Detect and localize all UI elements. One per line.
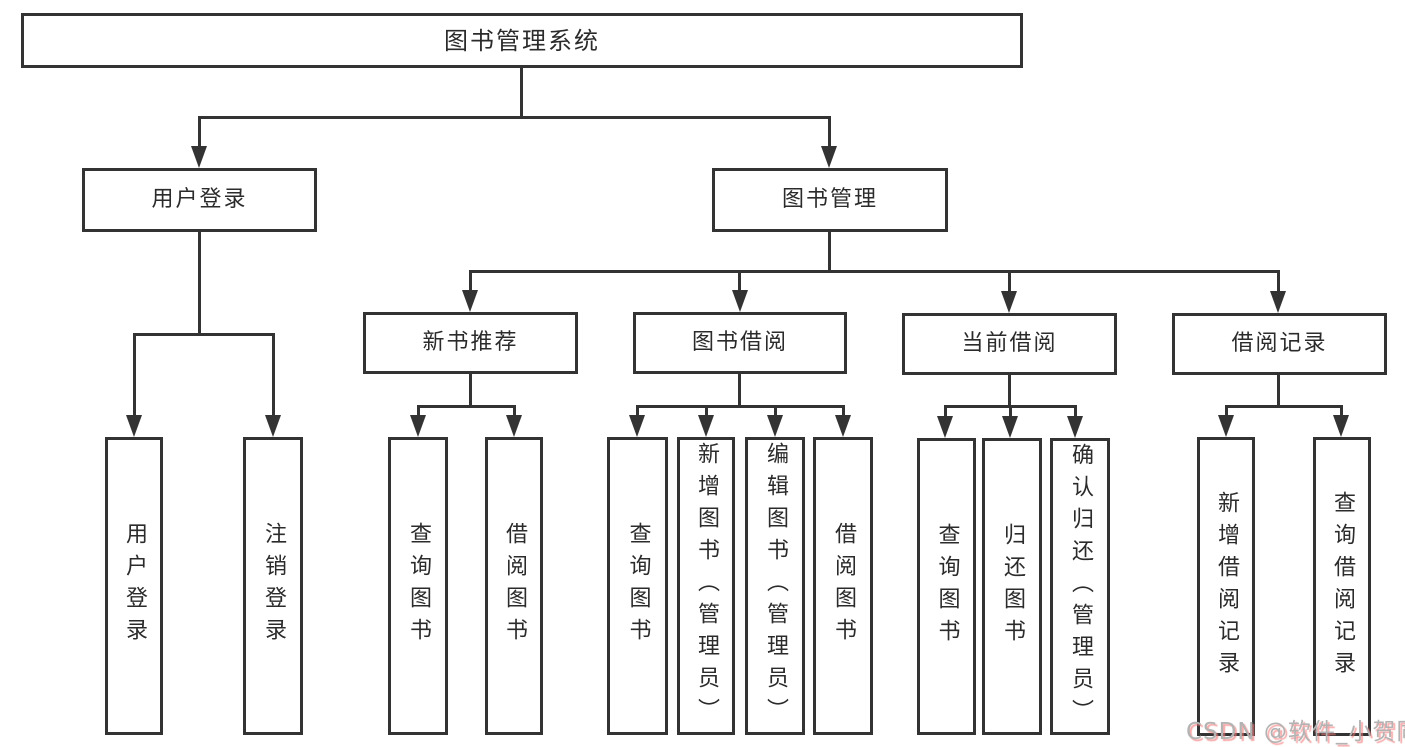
arrow-down-icon [767, 415, 783, 437]
connector-line [469, 270, 1280, 273]
connector-line [636, 405, 845, 408]
node-leaf-query-book-1: 查询图书 [388, 437, 448, 735]
arrow-down-icon [265, 415, 281, 437]
connector-line [272, 333, 275, 416]
connector-line [1225, 405, 1342, 408]
arrow-down-icon [1333, 415, 1349, 437]
node-leaf-logout: 注销登录 [243, 437, 303, 735]
arrow-down-icon [506, 415, 522, 437]
connector-line [469, 270, 472, 291]
arrow-down-icon [126, 415, 142, 437]
arrow-down-icon [698, 415, 714, 437]
connector-line [738, 270, 741, 291]
node-leaf-add-record: 新增借阅记录 [1197, 437, 1255, 736]
connector-line [198, 232, 201, 335]
node-root: 图书管理系统 [21, 13, 1023, 68]
connector-line [513, 405, 516, 417]
connector-line [774, 405, 777, 417]
connector-line [1008, 375, 1011, 407]
node-new-book-rec: 新书推荐 [363, 312, 578, 374]
connector-line [705, 405, 708, 417]
node-leaf-borrow-book-2: 借阅图书 [813, 437, 873, 735]
node-user-login-branch: 用户登录 [82, 168, 317, 232]
connector-line [469, 374, 472, 407]
connector-line [1277, 270, 1280, 292]
connector-line [828, 232, 831, 272]
node-leaf-return-book: 归还图书 [982, 438, 1042, 735]
connector-line [198, 116, 831, 119]
arrow-down-icon [1218, 415, 1234, 437]
node-leaf-query-book-3: 查询图书 [917, 438, 976, 735]
node-current-borrow: 当前借阅 [902, 313, 1117, 375]
node-book-mgmt-branch: 图书管理 [712, 168, 948, 232]
connector-line [1225, 405, 1228, 417]
connector-line [417, 405, 420, 417]
arrow-down-icon [629, 415, 645, 437]
csdn-watermark: CSDN @软件_小贺同学 [1186, 719, 1405, 745]
arrow-down-icon [1001, 291, 1017, 313]
arrow-down-icon [1270, 291, 1286, 313]
arrow-down-icon [937, 416, 953, 438]
node-leaf-query-book-2: 查询图书 [607, 437, 668, 735]
connector-line [417, 405, 516, 408]
connector-line [1277, 375, 1280, 407]
arrow-down-icon [821, 146, 837, 168]
arrow-down-icon [835, 415, 851, 437]
connector-line [842, 405, 845, 417]
arrow-down-icon [1002, 416, 1018, 438]
arrow-down-icon [410, 415, 426, 437]
connector-line [133, 333, 136, 416]
node-leaf-query-record: 查询借阅记录 [1313, 437, 1371, 736]
arrow-down-icon [462, 290, 478, 312]
arrow-down-icon [1067, 416, 1083, 438]
arrow-down-icon [191, 146, 207, 168]
connector-line [1008, 270, 1011, 292]
connector-line [1340, 405, 1343, 417]
connector-line [636, 405, 639, 417]
node-leaf-edit-book-admin: 编辑图书（管理员） [745, 437, 805, 735]
connector-line [944, 405, 947, 418]
connector-line [520, 68, 523, 119]
node-leaf-confirm-return: 确认归还（管理员） [1050, 438, 1110, 735]
connector-line [133, 333, 275, 336]
arrow-down-icon [732, 290, 748, 312]
node-leaf-add-book-admin: 新增图书（管理员） [677, 437, 735, 735]
node-book-borrow: 图书借阅 [633, 312, 847, 374]
connector-line [828, 116, 831, 147]
node-leaf-borrow-book-1: 借阅图书 [485, 437, 543, 735]
connector-line [1074, 405, 1077, 418]
connector-line [1009, 405, 1012, 418]
node-leaf-user-login: 用户登录 [105, 437, 163, 735]
connector-line [198, 116, 201, 147]
connector-line [738, 374, 741, 407]
node-borrow-record: 借阅记录 [1172, 313, 1387, 375]
